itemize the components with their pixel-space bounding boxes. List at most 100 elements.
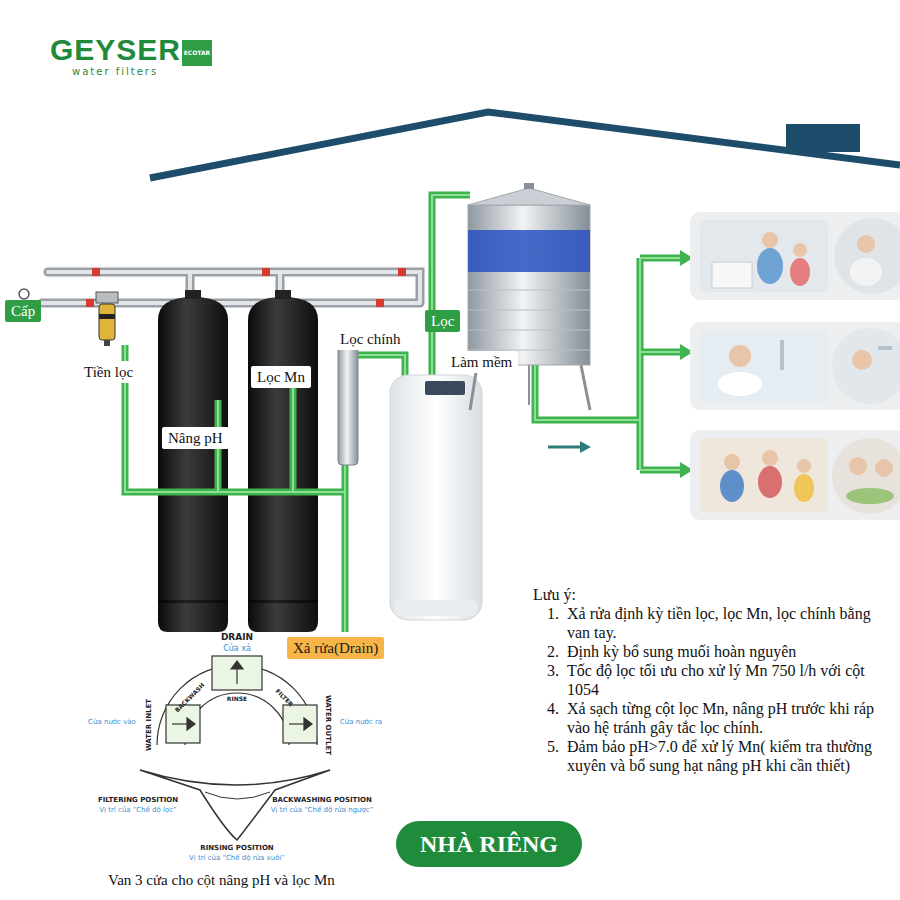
valve-port: WATER INLET bbox=[146, 699, 154, 751]
usage-photo bbox=[700, 438, 828, 512]
pre-filter bbox=[104, 340, 110, 346]
green-pipe bbox=[125, 195, 680, 632]
valve-position-note: Vị trí của “Chế độ rửa ngược” bbox=[271, 807, 374, 815]
storage-tank bbox=[468, 290, 590, 350]
green-pipe bbox=[125, 195, 680, 632]
valve-diagram bbox=[304, 718, 312, 730]
hand-valve bbox=[398, 268, 406, 276]
brand-badge: ECOTAR bbox=[184, 50, 211, 57]
note-row: 1.Xả rửa định kỳ tiền lọc, lọc Mn, lọc c… bbox=[533, 604, 895, 642]
main-filter bbox=[336, 335, 360, 465]
filter-tank bbox=[275, 290, 291, 299]
house-roof bbox=[786, 124, 860, 152]
filter-tank bbox=[248, 600, 318, 603]
usage-photo bbox=[700, 220, 828, 292]
storage-tank bbox=[468, 205, 590, 365]
part-label-text: Nâng pH bbox=[168, 428, 223, 448]
flow-arrow bbox=[548, 446, 581, 449]
grey-pipe bbox=[42, 272, 420, 303]
storage-tank bbox=[468, 183, 590, 410]
notes-block: Lưu ý:1.Xả rửa định kỳ tiền lọc, lọc Mn,… bbox=[533, 585, 895, 775]
drain-tag: Xả rửa(Drain) bbox=[287, 637, 384, 659]
storage-tank bbox=[528, 365, 530, 405]
pre-filter bbox=[96, 292, 118, 303]
note-number: 4. bbox=[547, 699, 567, 737]
house-roof bbox=[150, 112, 900, 178]
note-text: Tốc độ lọc tối ưu cho xử lý Mn 750 l/h v… bbox=[567, 661, 895, 699]
note-row: 2.Định kỳ bổ sung muối hoàn nguyên bbox=[533, 642, 895, 661]
usage-photo bbox=[762, 450, 778, 466]
usage-photo bbox=[857, 235, 875, 253]
main-filter bbox=[338, 335, 358, 465]
usage-photo bbox=[724, 454, 740, 470]
note-text: Xả rửa định kỳ tiền lọc, lọc Mn, lọc chí… bbox=[567, 604, 895, 642]
valve-port: DRAIN bbox=[221, 633, 253, 643]
note-text: Định kỳ bổ sung muối hoàn nguyên bbox=[567, 642, 895, 661]
valve-position: RINSING POSITION bbox=[200, 845, 273, 853]
usage-photo bbox=[832, 438, 900, 514]
valve-position-note: Vị trí của “Chế độ lọc” bbox=[99, 807, 176, 815]
part-label: Làm mềm bbox=[445, 351, 518, 373]
usage-photo bbox=[720, 470, 744, 502]
brand-name: GEYSER bbox=[50, 33, 181, 66]
usage-photo bbox=[780, 340, 784, 370]
figure-caption: Van 3 cửa cho cột nâng pH và lọc Mn bbox=[108, 870, 335, 890]
title-badge-text: NHÀ RIÊNG bbox=[420, 829, 558, 859]
usage-photo bbox=[690, 212, 900, 520]
valve-position: BACKWASHING POSITION bbox=[272, 797, 372, 805]
usage-photo bbox=[790, 258, 810, 286]
pressure-gauge bbox=[19, 289, 29, 299]
note-row: 4.Xả sạch từng cột lọc Mn, nâng pH trước… bbox=[533, 699, 895, 737]
valve-mode: RINSE bbox=[227, 696, 247, 703]
water-softener bbox=[390, 375, 482, 620]
supply-tag: Cấp bbox=[5, 300, 41, 322]
filter-tank bbox=[248, 297, 318, 632]
logo-mark bbox=[182, 40, 212, 66]
valve-diagram bbox=[289, 723, 305, 724]
pre-filter bbox=[99, 314, 115, 319]
valve-port: WATER OUTLET bbox=[323, 695, 331, 755]
valve-port-note: Cửa xả bbox=[223, 645, 251, 654]
valve-diagram bbox=[283, 705, 317, 743]
usage-photo bbox=[718, 372, 762, 396]
valve-diagram bbox=[187, 718, 195, 730]
brand-tagline: water filters bbox=[72, 66, 158, 77]
usage-photo bbox=[762, 232, 778, 248]
valve-port-note: Cửa nước vào bbox=[88, 719, 136, 727]
part-label-text: Làm mềm bbox=[451, 352, 512, 372]
house-roof bbox=[150, 112, 900, 178]
part-label: Lọc chính bbox=[334, 328, 406, 350]
drain-tag-text: Xả rửa(Drain) bbox=[293, 638, 378, 658]
usage-photo bbox=[875, 459, 893, 477]
note-text: Xả sạch từng cột lọc Mn, nâng pH trước k… bbox=[567, 699, 895, 737]
grey-pipe bbox=[42, 272, 420, 303]
part-label: Nâng pH bbox=[162, 427, 229, 449]
usage-photo bbox=[852, 350, 872, 370]
usage-photo bbox=[878, 346, 892, 350]
valve-diagram bbox=[236, 668, 237, 684]
valve-diagram bbox=[140, 770, 330, 840]
valve-diagram bbox=[157, 665, 317, 745]
usage-photo bbox=[712, 262, 752, 288]
valve-position-note: Vị trí của “Chế độ rửa xuôi” bbox=[189, 855, 285, 863]
part-label: Lọc Mn bbox=[251, 366, 311, 388]
note-number: 3. bbox=[547, 661, 567, 699]
note-number: 5. bbox=[547, 737, 567, 775]
water-softener bbox=[390, 375, 482, 620]
usage-photo bbox=[850, 258, 882, 286]
hand-valve bbox=[86, 268, 406, 307]
usage-photo bbox=[834, 218, 900, 294]
storage-tank bbox=[468, 230, 590, 272]
title-badge: NHÀ RIÊNG bbox=[396, 821, 582, 867]
hand-valve bbox=[262, 268, 270, 276]
storage-tank bbox=[580, 360, 590, 410]
storage-tank bbox=[468, 188, 590, 205]
note-row: 5.Đảm bảo pH>7.0 để xử lý Mn( kiểm tra t… bbox=[533, 737, 895, 775]
usage-photo bbox=[832, 328, 900, 404]
notes-heading: Lưu ý: bbox=[533, 585, 895, 604]
usage-photo bbox=[757, 248, 783, 284]
grey-pipe bbox=[42, 272, 420, 303]
pressure-gauge bbox=[19, 289, 29, 299]
hand-valve bbox=[86, 299, 94, 307]
